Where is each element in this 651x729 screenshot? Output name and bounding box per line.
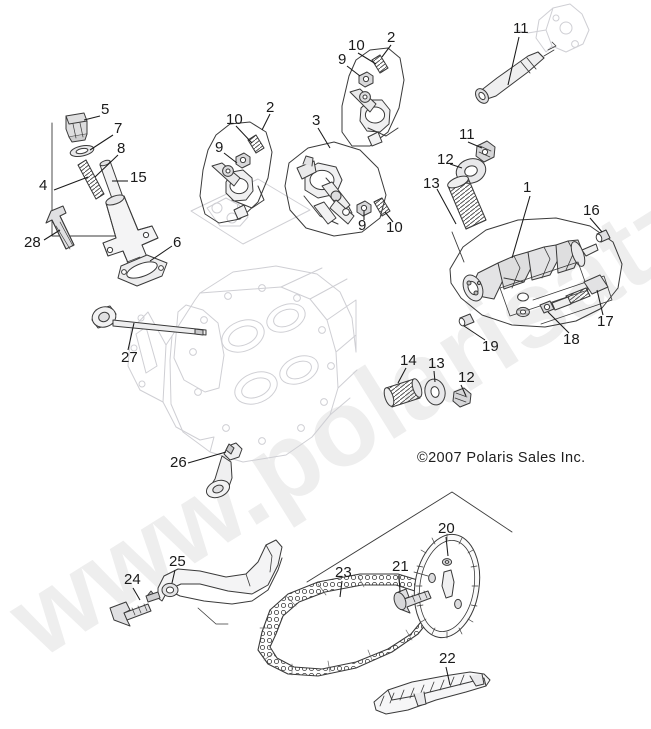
callout-1: 1 <box>523 179 532 196</box>
callout-11-keeper: 11 <box>459 126 475 143</box>
callout-19: 19 <box>482 338 499 355</box>
part-10-screw-left <box>247 134 265 154</box>
part-10-screw-upper <box>371 54 389 74</box>
part-13-spring-upper <box>447 175 487 263</box>
callout-22: 22 <box>439 650 456 667</box>
callout-11-shaft: 11 <box>513 20 529 37</box>
callout-10-center: 10 <box>386 219 403 236</box>
callout-28: 28 <box>24 234 41 251</box>
leader-lines <box>43 36 604 686</box>
group-box-20-23 <box>306 491 513 583</box>
part-14-spring-lower <box>383 378 423 408</box>
part-13-retainer-lower <box>424 378 446 406</box>
part-20-cam-sprocket <box>413 533 481 639</box>
part-6-gasket <box>117 254 168 287</box>
part-19-end-pin <box>458 313 475 327</box>
part-26-exhaust-valve <box>205 442 243 499</box>
callout-20: 20 <box>438 520 455 537</box>
callout-9-upper: 9 <box>338 51 347 68</box>
callout-26: 26 <box>170 454 187 471</box>
part-9-nut-center <box>356 200 372 217</box>
part-8-spring <box>77 159 105 200</box>
part-11-keeper-upper <box>475 140 496 163</box>
part-27-intake-valve <box>91 305 207 336</box>
part-10-screw-center <box>373 197 391 217</box>
callout-25: 25 <box>169 553 186 570</box>
part-11-rocker-shaft <box>475 41 557 104</box>
part-2-rocker-upper <box>341 47 405 147</box>
callout-2-upper: 2 <box>387 29 396 46</box>
callout-6: 6 <box>173 234 182 251</box>
part-3-rocker-center <box>284 141 391 237</box>
part-17-decompressor-lever <box>551 274 609 311</box>
callout-2-left: 2 <box>266 99 275 116</box>
callout-9-left: 9 <box>215 139 224 156</box>
part-18-decompressor-pin <box>539 300 555 314</box>
callout-15: 15 <box>130 169 147 186</box>
part-22-chain-guide <box>373 671 491 715</box>
callout-8: 8 <box>117 140 126 157</box>
part-12-keeper-lower <box>452 387 472 408</box>
callout-14: 14 <box>400 352 417 369</box>
part-28-bolt <box>45 205 75 250</box>
part-16-dowel-pin <box>595 229 611 243</box>
copyright-notice: ©2007 Polaris Sales Inc. <box>417 450 586 466</box>
callout-18: 18 <box>563 331 580 348</box>
callout-5: 5 <box>101 101 110 118</box>
part-7-washer <box>69 145 95 157</box>
callout-16: 16 <box>583 202 600 219</box>
callout-7: 7 <box>114 120 123 137</box>
part-9-nut-upper <box>358 71 374 88</box>
callout-4: 4 <box>39 177 48 194</box>
part-21-sprocket-bolt <box>393 588 432 614</box>
part-25-tensioner-arm <box>157 539 283 625</box>
part-2-rocker-left <box>199 121 273 224</box>
callout-10-upper: 10 <box>348 37 365 54</box>
part-23-timing-chain <box>257 573 437 677</box>
callout-24: 24 <box>124 571 141 588</box>
part-5-cap-bolt <box>65 112 88 143</box>
callout-23: 23 <box>335 564 352 581</box>
part-24-arm-bolt <box>109 590 161 627</box>
callout-17: 17 <box>597 313 614 330</box>
part-4-tensioner-body <box>102 194 159 271</box>
callout-9-center: 9 <box>358 217 367 234</box>
callout-10-left: 10 <box>226 111 243 128</box>
callout-12: 12 <box>437 151 454 168</box>
callout-12-lower: 12 <box>458 369 475 386</box>
part-9-nut-left <box>235 152 251 169</box>
callout-3: 3 <box>312 112 321 129</box>
callout-21: 21 <box>392 558 409 575</box>
callout-27: 27 <box>121 349 138 366</box>
callout-13: 13 <box>423 175 440 192</box>
part-1-camshaft-assembly <box>449 217 623 328</box>
callout-13-lower: 13 <box>428 355 445 372</box>
